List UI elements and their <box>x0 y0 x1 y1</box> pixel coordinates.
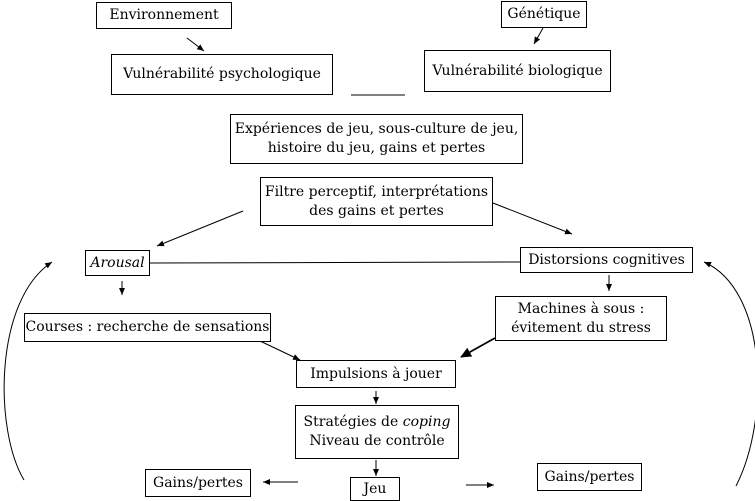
filtre-box: Filtre perceptif, interprétations des ga… <box>260 177 493 226</box>
loop-gains-right-to-distorsions <box>703 261 755 487</box>
vulnerabilite-psychologique-box: Vulnérabilité psychologique <box>111 54 333 95</box>
machines-a-sous-box: Machines à sous : évitement du stress <box>495 296 667 341</box>
impulsions-label: Impulsions à jouer <box>310 365 442 382</box>
genetique-box: Génétique <box>501 1 587 28</box>
impulsions-box: Impulsions à jouer <box>296 360 456 388</box>
loop-gains-left-to-arousal <box>3 261 53 481</box>
gains-pertes-right-box: Gains/pertes <box>537 463 642 491</box>
machines-line-1: Machines à sous : <box>517 300 645 317</box>
courses-label: Courses : recherche de sensations <box>25 319 270 335</box>
strategies-line-1: Stratégies de coping <box>304 413 451 432</box>
courses-box: Courses : recherche de sensations <box>24 313 271 342</box>
arousal-box: Arousal <box>85 250 150 276</box>
arrow-genetique-vulnerabilite <box>533 27 544 45</box>
arrow-filtre-distorsions <box>492 202 573 235</box>
gains-pertes-left-label: Gains/pertes <box>153 474 243 491</box>
coping-word: coping <box>402 414 451 430</box>
link-arousal-distorsions <box>149 261 521 264</box>
arrow-environnement-vulnerabilite <box>186 37 205 52</box>
arrow-filtre-arousal <box>156 210 244 247</box>
vulnerabilite-biologique-box: Vulnérabilité biologique <box>424 50 611 92</box>
distorsions-cognitives-box: Distorsions cognitives <box>520 247 693 273</box>
experiences-line-2: histoire du jeu, gains et pertes <box>267 140 486 156</box>
niveau-de-controle-line: Niveau de contrôle <box>309 433 445 449</box>
vulnerabilite-biologique-label: Vulnérabilité biologique <box>432 62 603 79</box>
environnement-box: Environnement <box>96 2 232 29</box>
filtre-line-2: des gains et pertes <box>309 202 444 219</box>
arousal-label: Arousal <box>90 254 145 271</box>
arrow-courses-impulsions <box>259 340 301 361</box>
strategies-prefix: Stratégies de <box>303 414 403 430</box>
distorsions-cognitives-label: Distorsions cognitives <box>528 251 685 268</box>
vulnerabilite-psychologique-label: Vulnérabilité psychologique <box>123 66 321 82</box>
jeu-box: Jeu <box>350 477 400 501</box>
gains-pertes-right-label: Gains/pertes <box>544 468 635 485</box>
experiences-line-1: Expériences de jeu, sous-culture de jeu, <box>234 121 519 137</box>
strategies-box: Stratégies de coping Niveau de contrôle <box>295 405 459 459</box>
filtre-line-1: Filtre perceptif, interprétations <box>264 183 489 200</box>
environnement-label: Environnement <box>109 7 219 23</box>
machines-line-2: évitement du stress <box>511 319 651 336</box>
jeu-label: Jeu <box>363 480 387 497</box>
gains-pertes-left-box: Gains/pertes <box>145 469 251 497</box>
genetique-label: Génétique <box>507 6 581 22</box>
arrow-machines-impulsions <box>460 337 496 358</box>
experiences-box: Expériences de jeu, sous-culture de jeu,… <box>230 114 523 164</box>
